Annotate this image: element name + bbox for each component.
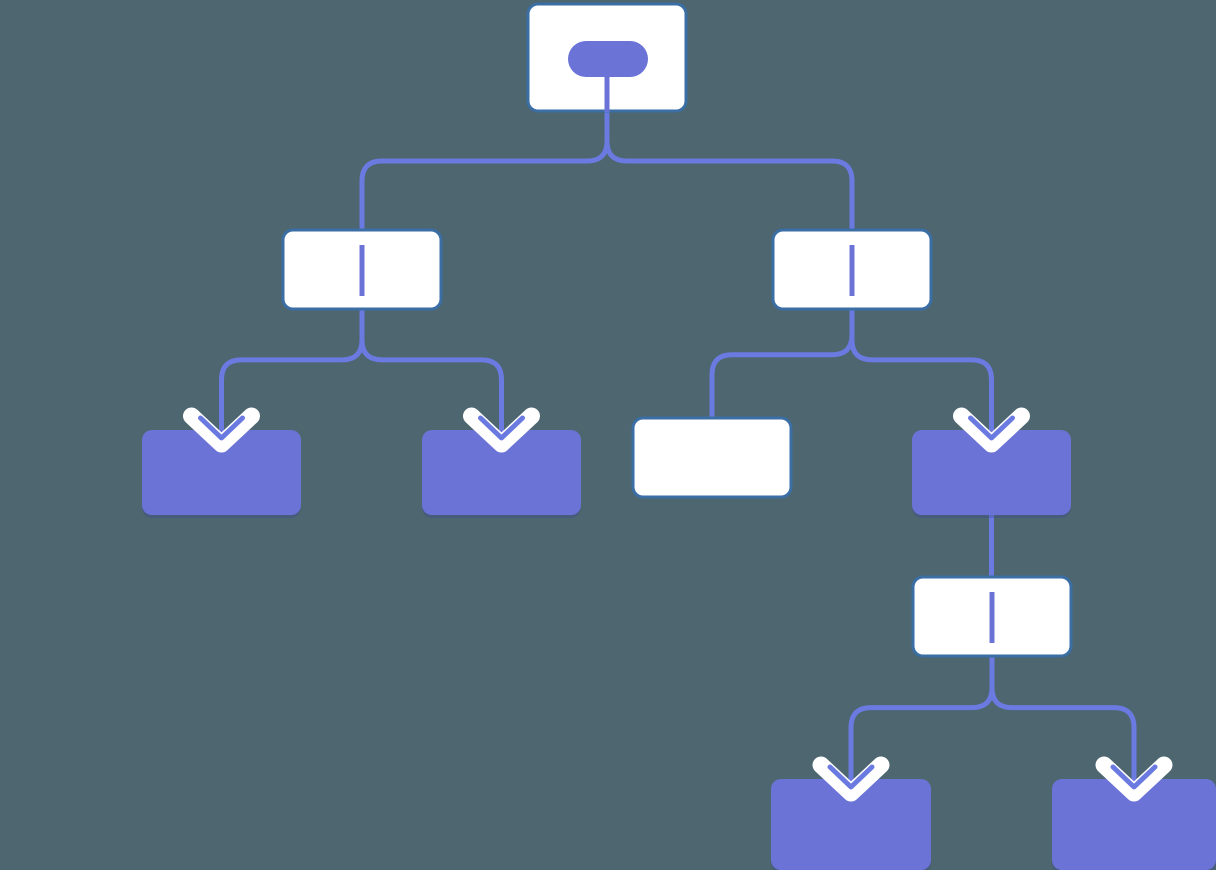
arrow-chevron [968, 415, 1015, 441]
node-n7[interactable] [912, 430, 1071, 518]
arrow-marker-icon [463, 407, 540, 453]
node-layer [142, 2, 1216, 870]
node-n9[interactable] [771, 779, 931, 870]
node-body-purple[interactable] [771, 779, 931, 870]
arrow-outline [953, 407, 1030, 453]
node-n10[interactable] [1052, 779, 1216, 870]
arrow-outline [812, 756, 890, 802]
node-pill [568, 41, 648, 77]
arrow-chevron [827, 764, 875, 790]
node-body-purple[interactable] [142, 430, 301, 515]
node-body-purple[interactable] [1052, 779, 1216, 870]
arrow-outline [463, 407, 540, 453]
node-n3[interactable] [771, 228, 933, 311]
arrow-marker-icon [953, 407, 1030, 453]
node-n4[interactable] [142, 430, 301, 518]
arrow-chevron [478, 415, 525, 441]
node-body-white[interactable] [631, 416, 793, 499]
connector-n1-n3 [604, 111, 855, 230]
connector-n8-n10 [989, 656, 1137, 793]
arrow-outline [1095, 756, 1173, 802]
node-n5[interactable] [422, 430, 581, 518]
arrow-marker-icon [183, 407, 260, 453]
node-n1[interactable] [526, 2, 688, 113]
node-n2[interactable] [281, 228, 443, 311]
arrow-outline [183, 407, 260, 453]
arrow-chevron [1110, 764, 1158, 790]
node-body-purple[interactable] [912, 430, 1071, 515]
connector-n2-n5 [359, 309, 504, 444]
arrow-marker-icon [812, 756, 890, 802]
edge-layer [219, 111, 1137, 793]
node-n8[interactable] [911, 575, 1073, 658]
node-n6[interactable] [631, 416, 793, 499]
arrow-marker-icon [1095, 756, 1173, 802]
arrow-layer [183, 407, 1173, 802]
node-body-purple[interactable] [422, 430, 581, 515]
connector-n3-n7 [849, 309, 994, 444]
arrow-chevron [198, 415, 245, 441]
